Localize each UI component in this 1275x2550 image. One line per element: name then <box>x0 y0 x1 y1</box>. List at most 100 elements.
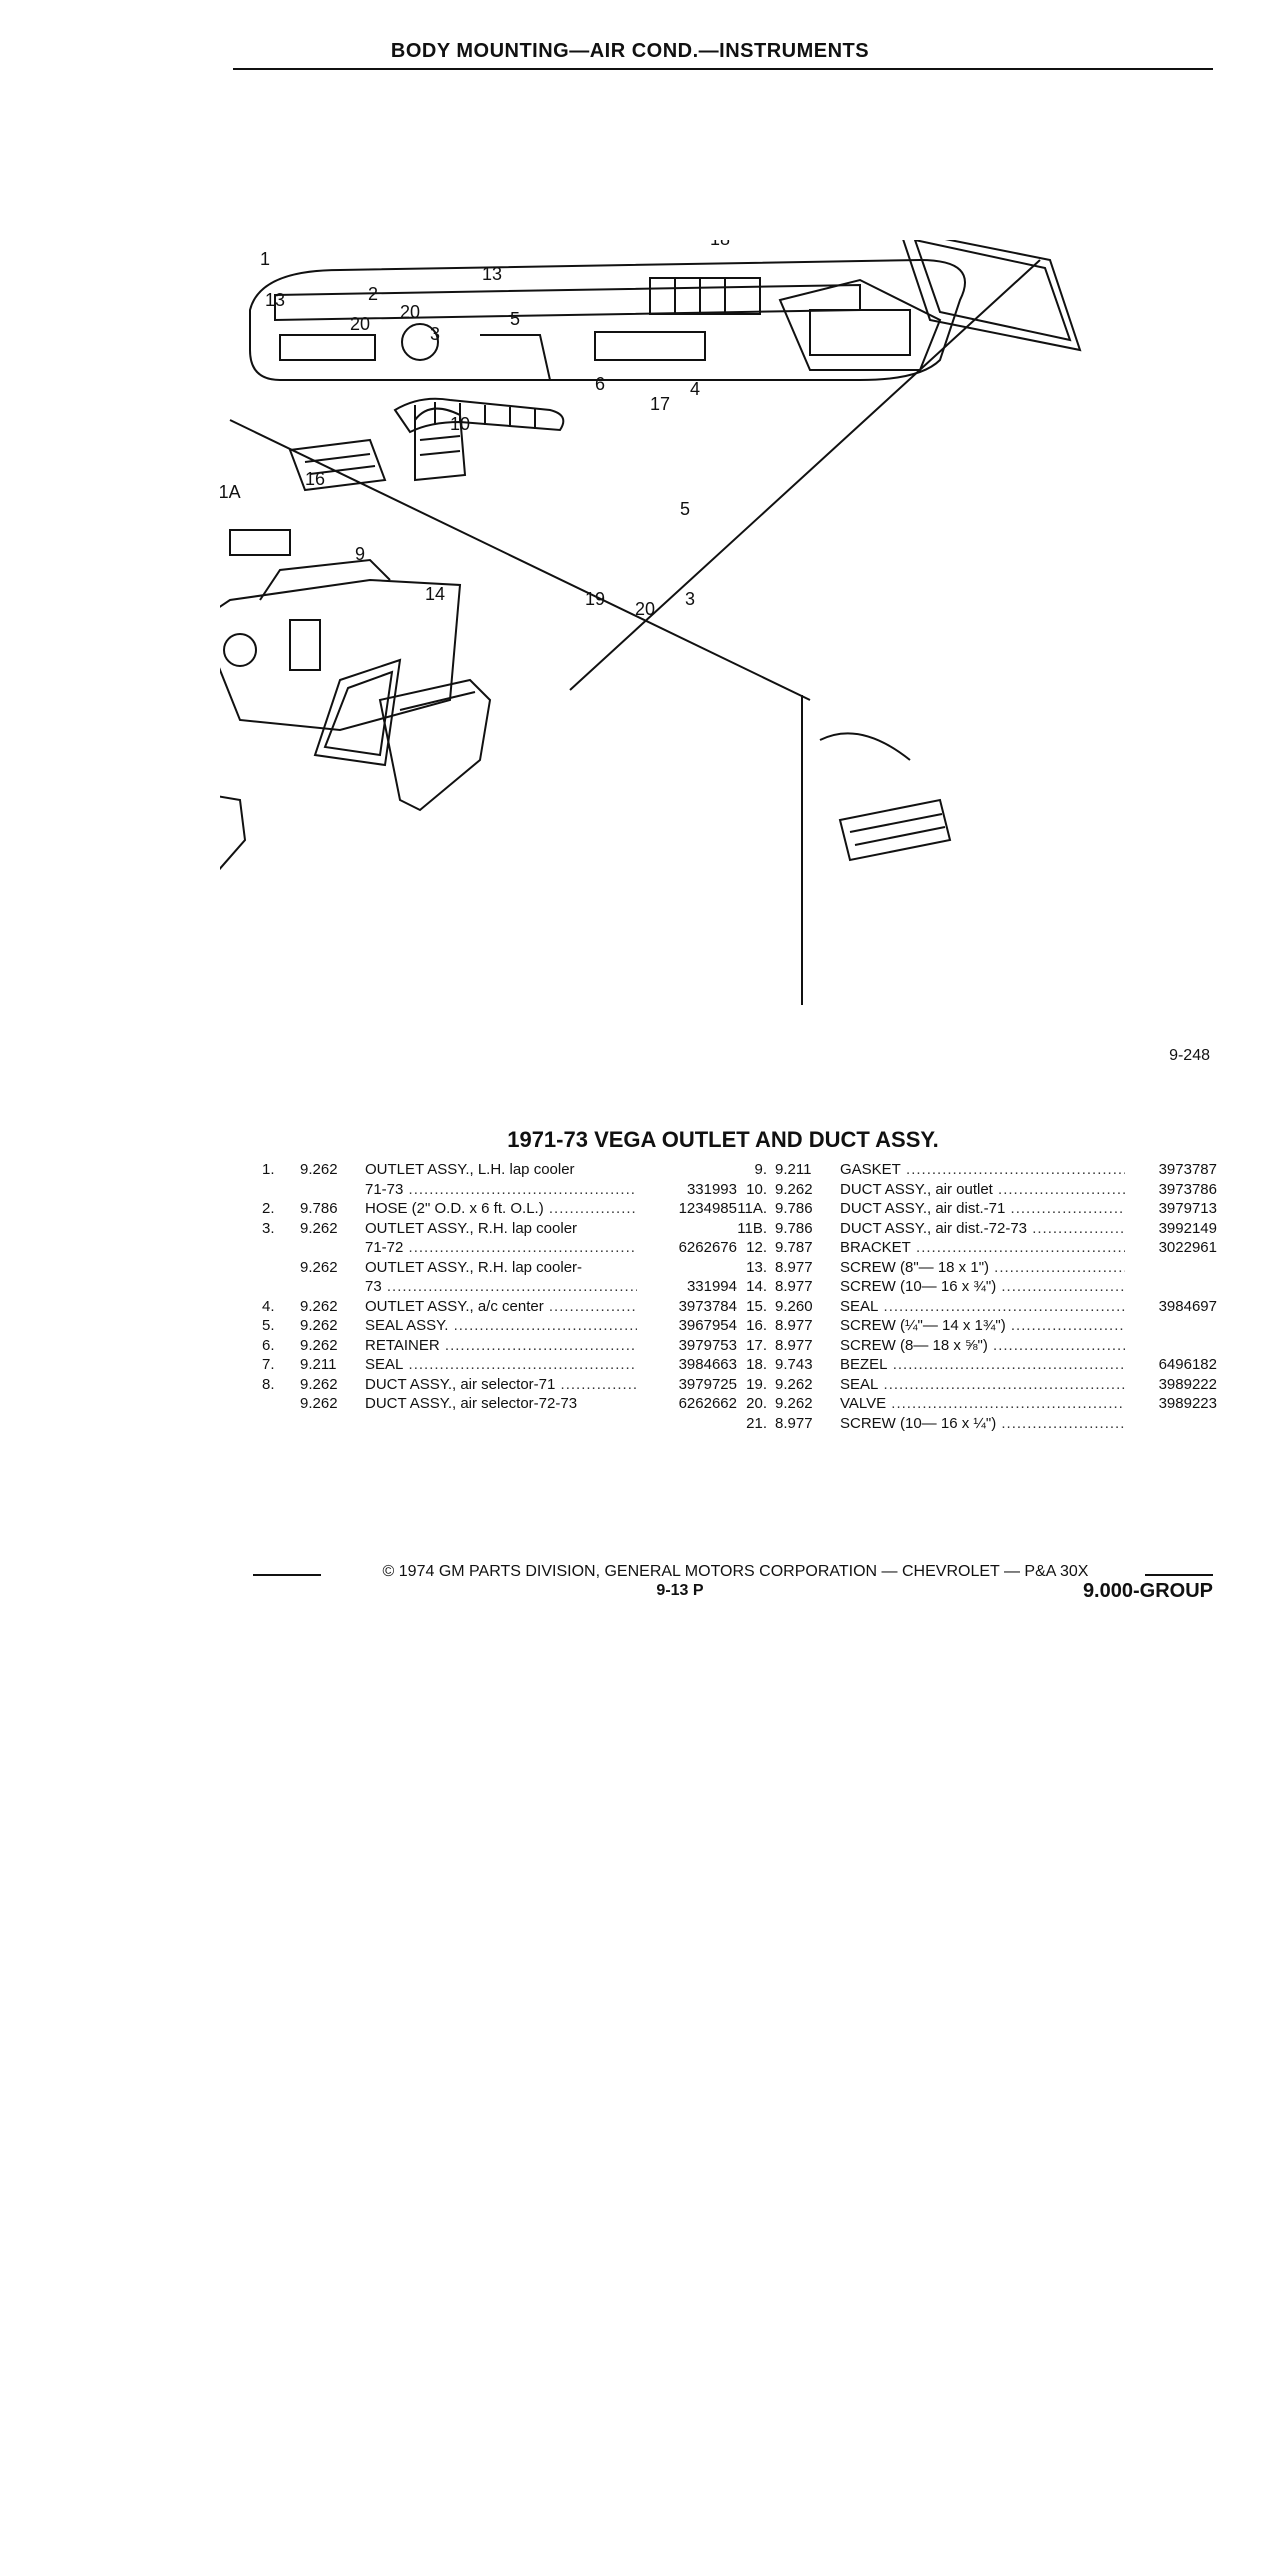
footer-rule-left <box>253 1574 321 1576</box>
gasket-part <box>313 658 402 767</box>
part-description: HOSE (2" O.D. x 6 ft. O.L.) <box>365 1199 637 1219</box>
parts-row: 71-726262676 <box>262 1238 737 1258</box>
item-number: 11A. <box>737 1200 767 1217</box>
parts-row: 9.262 DUCT ASSY., air selector-72-73 62626… <box>262 1394 737 1414</box>
header-rule <box>233 68 1213 70</box>
item-number: 18. <box>746 1356 767 1373</box>
part-description: DUCT ASSY., air dist.-71 <box>840 1199 1125 1219</box>
part-description: SCREW (8"— 18 x 1") <box>840 1258 1125 1278</box>
part-description: DUCT ASSY., air outlet <box>840 1180 1125 1200</box>
part-number: 6496182 <box>1158 1356 1217 1373</box>
group-number: 9.262 <box>775 1180 813 1198</box>
group-number: 8.977 <box>775 1414 813 1432</box>
page-header-title: BODY MOUNTING—AIR COND.—INSTRUMENTS <box>390 40 870 62</box>
part-number <box>1125 1316 1217 1336</box>
exploded-parts-diagram: 1 2 20 20 3 13 13 7 15 8 12 21 11A 16 10… <box>220 240 1082 1005</box>
item-number: 5. <box>262 1317 275 1334</box>
item-number: 2. <box>262 1200 275 1217</box>
bezel-assembly <box>778 240 1082 371</box>
part-number: 3973787 <box>1158 1161 1217 1178</box>
item-number: 9. <box>754 1161 767 1178</box>
callout-3: 3 <box>430 324 440 344</box>
outlet-duct <box>378 678 492 812</box>
outlet-right <box>414 407 467 482</box>
part-description: BEZEL <box>840 1355 1125 1375</box>
part-number: 3984663 <box>678 1356 737 1373</box>
item-number: 17. <box>746 1336 767 1354</box>
item-number: 10. <box>746 1180 767 1198</box>
part-number: 3992149 <box>1158 1219 1217 1237</box>
group-number: 9.262 <box>300 1317 338 1334</box>
callout-5b: 5 <box>680 499 690 519</box>
outlet-left <box>288 438 387 492</box>
parts-row: 73331994 <box>262 1277 737 1297</box>
item-number: 12. <box>746 1239 767 1256</box>
part-description: DUCT ASSY., air selector-72-73 <box>365 1395 578 1412</box>
item-number: 16. <box>746 1317 767 1334</box>
footer-page-number: 9-13 P <box>656 1582 704 1599</box>
callout-10: 10 <box>450 414 470 434</box>
group-number: 9.260 <box>775 1297 813 1315</box>
part-description: OUTLET ASSY., R.H. lap cooler <box>365 1219 578 1237</box>
item-number: 19. <box>746 1375 767 1393</box>
callout-9: 9 <box>355 544 365 564</box>
item-number <box>262 1394 300 1414</box>
footer-copyright: © 1974 GM PARTS DIVISION, GENERAL MOTORS… <box>382 1563 1089 1580</box>
callout-16: 16 <box>305 469 325 489</box>
item-number <box>262 1238 300 1258</box>
air-distribution-box <box>220 529 462 732</box>
group-number <box>300 1277 365 1297</box>
callout-20a: 20 <box>350 314 370 334</box>
callout-19: 19 <box>585 589 605 609</box>
part-description: OUTLET ASSY., L.H. lap cooler <box>365 1161 575 1178</box>
part-number: 3973784 <box>678 1297 737 1315</box>
callout-20b: 20 <box>400 302 420 322</box>
part-description: OUTLET ASSY., R.H. lap cooler- <box>365 1258 583 1276</box>
parts-row: 18.9.743BEZEL6496182 <box>737 1355 1217 1375</box>
item-number: 3. <box>262 1219 275 1237</box>
callout-17: 17 <box>650 394 670 414</box>
part-number: 6262662 <box>678 1395 737 1412</box>
callout-13b: 13 <box>482 264 502 284</box>
part-description: SEAL <box>365 1355 637 1375</box>
parts-row: 15.9.260SEAL3984697 <box>737 1297 1217 1317</box>
part-number: 331994 <box>686 1278 737 1295</box>
callout-11a: 11A <box>220 482 241 502</box>
item-number: 14. <box>746 1278 767 1295</box>
part-number <box>1125 1414 1217 1434</box>
callout-20c: 20 <box>635 599 655 619</box>
outlet-lower-right <box>819 732 952 862</box>
item-number: 21. <box>746 1414 767 1432</box>
item-number: 1. <box>262 1161 275 1178</box>
callout-6: 6 <box>595 374 605 394</box>
part-description: SCREW (8— 18 x ⅝") <box>840 1336 1125 1356</box>
group-number: 9.262 <box>300 1395 338 1412</box>
footer-rule-right <box>1145 1574 1213 1576</box>
hose-part <box>393 397 565 434</box>
figure-id: 9-248 <box>1169 1047 1210 1064</box>
part-description: SEAL <box>840 1375 1125 1395</box>
part-description: DUCT ASSY., air selector-71 <box>365 1375 637 1395</box>
callout-2: 2 <box>368 284 378 304</box>
group-number: 8.977 <box>775 1317 813 1334</box>
part-number: 6262676 <box>678 1239 737 1256</box>
divider-diagonal-right <box>569 259 1041 691</box>
parts-row: 71-73331993 <box>262 1180 737 1200</box>
part-number: 3989222 <box>1158 1375 1217 1393</box>
part-description: OUTLET ASSY., a/c center <box>365 1297 637 1317</box>
group-number: 9.262 <box>775 1395 813 1412</box>
callout-3b: 3 <box>685 589 695 609</box>
part-number: 3979753 <box>678 1336 737 1354</box>
